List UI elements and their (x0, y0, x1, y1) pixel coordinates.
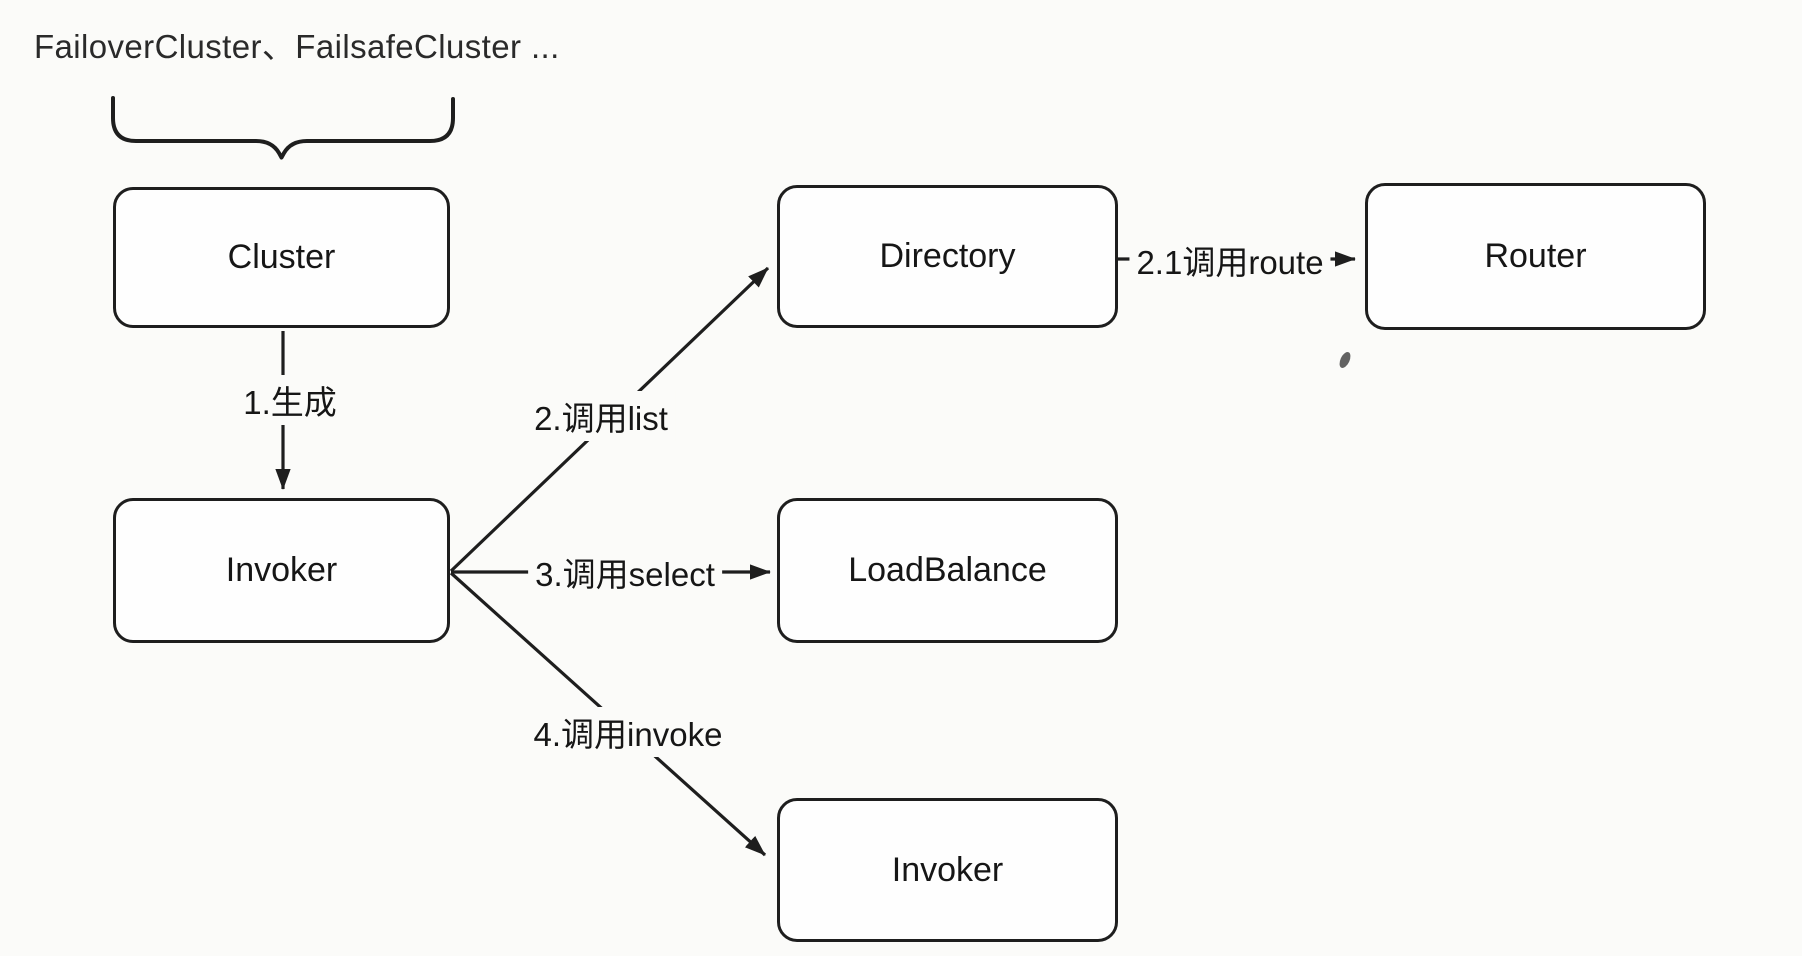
ink-speck (1339, 352, 1351, 368)
node-invoker-bottom: Invoker (777, 798, 1118, 942)
node-directory: Directory (777, 185, 1118, 328)
edge-label-call-select: 3.调用select (528, 547, 722, 597)
diagram-title: FailoverCluster、FailsafeCluster ... (34, 28, 560, 65)
edge-label-call-invoke: 4.调用invoke (526, 707, 730, 757)
node-invoker-bottom-label: Invoker (891, 850, 1004, 889)
node-directory-label: Directory (879, 237, 1016, 275)
node-cluster-label: Cluster (227, 238, 336, 276)
node-invoker-label: Invoker (225, 551, 338, 589)
node-loadbalance: LoadBalance (777, 498, 1118, 643)
brace-shape (111, 96, 455, 160)
node-invoker: Invoker (113, 498, 450, 643)
node-cluster: Cluster (113, 187, 450, 328)
edge-label-generate: 1.生成 (236, 375, 344, 425)
edge-label-call-route: 2.1调用route (1129, 235, 1331, 285)
edge-label-call-list: 2.调用list (527, 391, 675, 441)
node-router: Router (1365, 183, 1706, 330)
node-loadbalance-label: LoadBalance (848, 551, 1047, 589)
node-router-label: Router (1484, 237, 1587, 275)
